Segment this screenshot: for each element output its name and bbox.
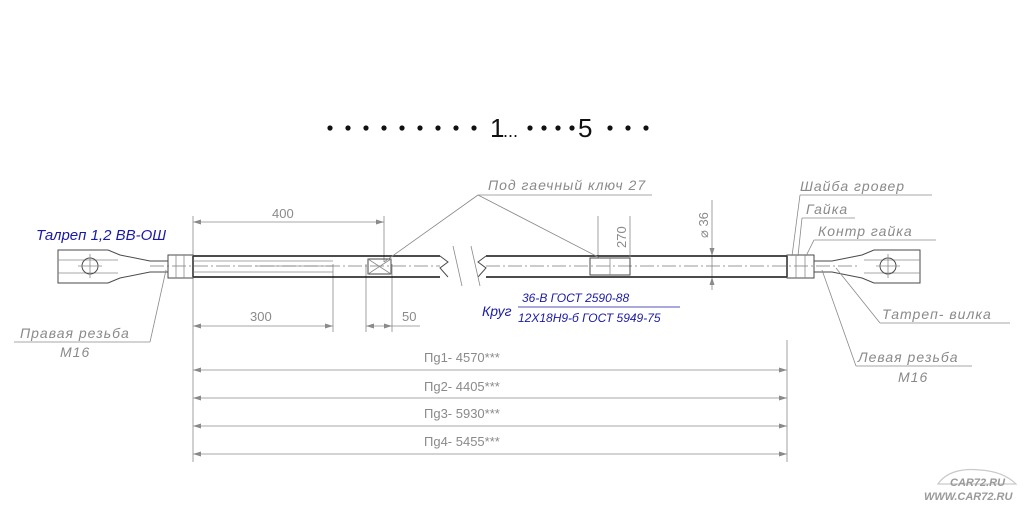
length-row: Пg1- 4570***: [193, 350, 787, 373]
rod: [150, 245, 860, 287]
dimension-diameter: ⌀ 36: [696, 212, 715, 285]
title-block: 1 ... 5: [327, 113, 649, 143]
title-dots-mid: [527, 125, 575, 131]
left-fitting: [57, 249, 194, 284]
dimension-300: 300: [193, 309, 333, 329]
title-ellipsis: ...: [503, 121, 518, 141]
length-label: Пg3- 5930***: [424, 406, 500, 421]
leader-lines: [14, 194, 1010, 367]
under-key-label: Под гаечный ключ 27: [488, 177, 646, 193]
length-row: Пg3- 5930***: [193, 406, 787, 429]
dim-400-label: 400: [272, 206, 294, 221]
right-thread-label: Правая резьба: [20, 325, 130, 341]
title-dots-right: [607, 125, 649, 131]
dim-270-label: 270: [614, 226, 629, 248]
grover-washer-label: Шайба гровер: [800, 178, 905, 194]
length-label: Пg4- 5455***: [424, 434, 500, 449]
dimension-270: 270: [614, 216, 631, 258]
material-spec-line-2: 12Х18Н9-б ГОСТ 5949-75: [518, 311, 661, 325]
length-row: Пg2- 4405***: [193, 379, 787, 401]
right-fitting: [786, 249, 921, 284]
fork-label: Татреп- вилка: [882, 306, 992, 322]
dim-50-label: 50: [402, 309, 416, 324]
watermark: CAR72.RU WWW.CAR72.RU: [924, 468, 1018, 503]
length-rows: Пg1- 4570*** Пg2- 4405*** Пg3- 5930*** П…: [193, 350, 787, 457]
dim-300-label: 300: [250, 309, 272, 324]
title-left-number: 1: [490, 113, 504, 143]
length-label: Пg2- 4405***: [424, 379, 500, 394]
talrep-label: Талреп 1,2 ВВ-ОШ: [36, 227, 166, 244]
dimension-400: 400: [193, 206, 384, 225]
watermark-logo: CAR72.RU: [950, 477, 1006, 489]
left-thread-label: Левая резьба: [857, 349, 958, 365]
title-right-number: 5: [578, 113, 592, 143]
length-row: Пg4- 5455***: [193, 434, 787, 457]
dim-diameter-label: ⌀ 36: [696, 212, 711, 238]
counter-nut-label: Контр гайка: [818, 223, 913, 239]
nut-label: Гайка: [806, 201, 848, 217]
length-label: Пg1- 4570***: [424, 350, 500, 365]
title-dots-left: [327, 125, 477, 131]
right-thread-size: M16: [60, 344, 90, 360]
circle-label: Круг: [482, 303, 512, 319]
watermark-url: WWW.CAR72.RU: [924, 491, 1013, 503]
material-spec-line-1: 36-В ГОСТ 2590-88: [522, 291, 629, 305]
extension-lines: [192, 200, 788, 462]
dimension-50: 50: [366, 309, 420, 329]
left-thread-size: M16: [898, 369, 928, 385]
material-spec: Круг 36-В ГОСТ 2590-88 12Х18Н9-б ГОСТ 59…: [482, 291, 680, 325]
